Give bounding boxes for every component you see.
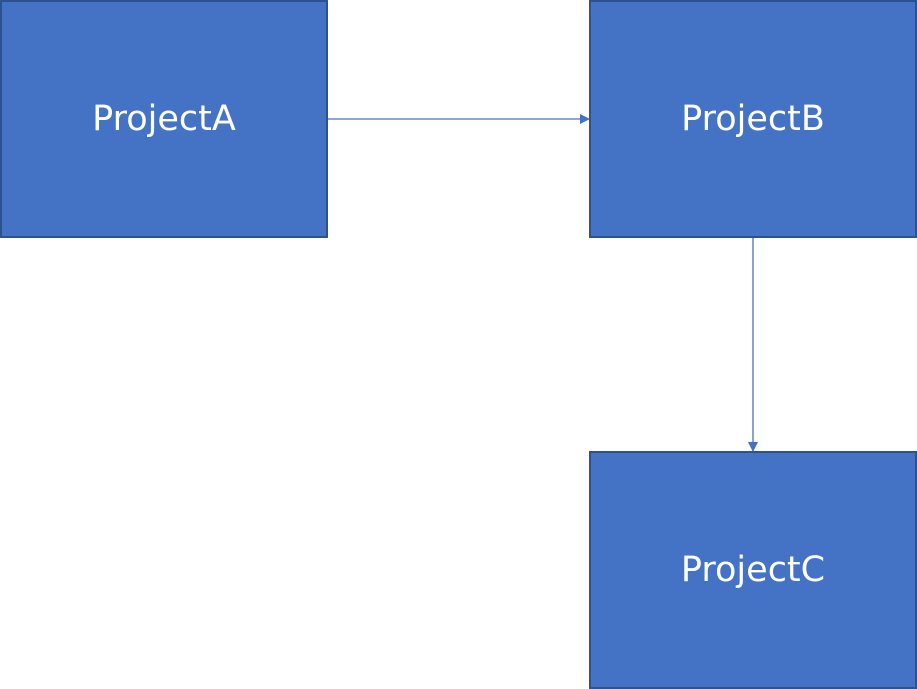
node-projecta-label: ProjectA [92,99,236,139]
node-projectc-label: ProjectC [680,550,826,590]
node-projecta[interactable]: ProjectA [0,0,328,238]
node-projectc[interactable]: ProjectC [589,451,917,689]
node-projectb[interactable]: ProjectB [589,0,917,238]
node-projectb-label: ProjectB [681,99,825,139]
